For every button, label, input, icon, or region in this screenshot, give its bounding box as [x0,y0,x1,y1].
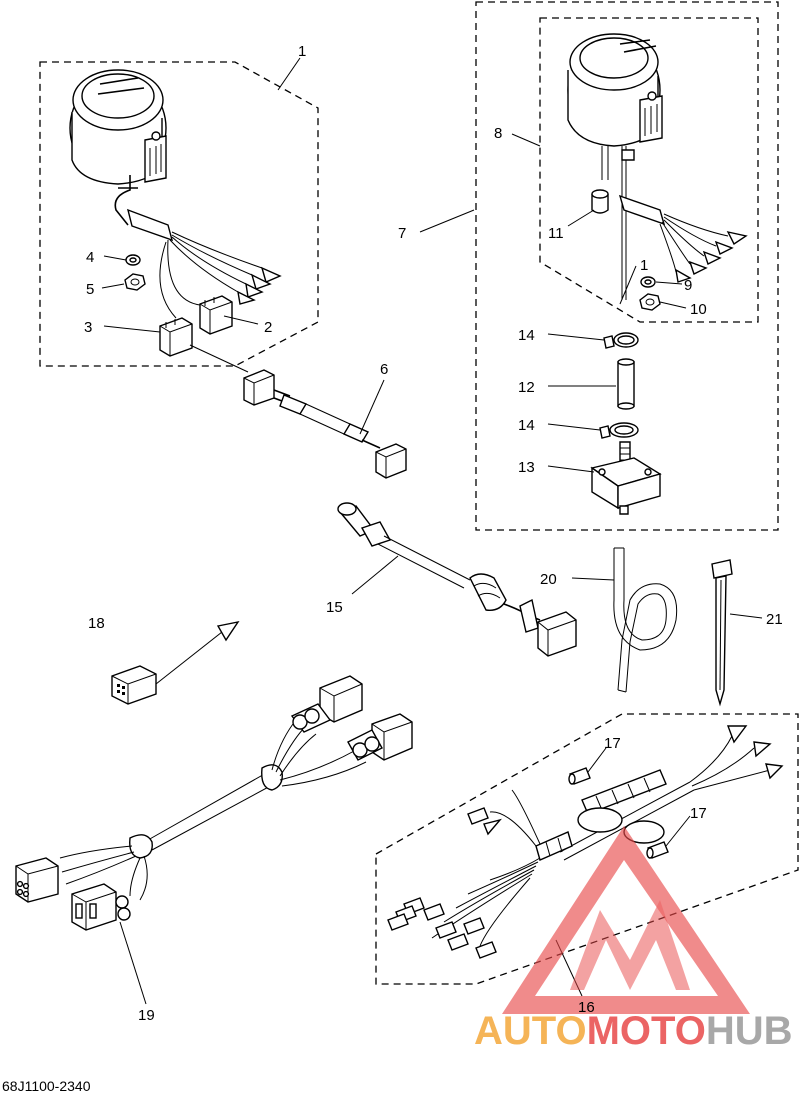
group-8-dashed-outline [539,17,759,323]
part-17-fuse-lower [646,841,669,859]
callout-15: 15 [326,599,343,616]
callout-9: 9 [684,277,692,294]
watermark-logo: AUTOMOTOHUB [474,826,793,1053]
callout-21: 21 [766,611,783,628]
callout-1: 1 [298,43,306,60]
watermark-moto: MOTO [587,1009,706,1053]
group-16-dashed-outline [375,713,799,985]
part-16-sub-harness [387,725,784,959]
part-14-clamp-upper [603,332,639,349]
part-12-hose [617,358,635,410]
part-13-pressure-sensor [590,441,662,515]
callout-11: 11 [548,225,564,242]
callout-20: 20 [540,571,557,588]
part-10-nut [639,293,661,311]
callout-2: 2 [264,319,272,336]
watermark-triangle-icon [502,826,750,1014]
part-3-connector [159,317,193,357]
callout-8: 8 [494,125,502,142]
part-21-cable-tie [711,559,733,707]
callout-5: 5 [86,281,94,298]
gauge-meter-1 [69,69,167,185]
part-15-sensor-lead [337,502,577,657]
watermark-mark-icon [570,900,690,990]
callout-10: 10 [690,301,707,318]
part-9-washer [640,276,656,288]
part-20-tube [613,547,678,693]
part-14-clamp-lower [599,422,639,439]
callout-17-upper: 17 [604,735,621,752]
svg-text:AUTOMOTOHUB: AUTOMOTOHUB [474,1009,793,1053]
callout-1b: 1 [640,257,648,274]
callout-14-lower: 14 [518,417,535,434]
callout-14-upper: 14 [518,327,535,344]
group-1-dashed-outline [39,61,319,367]
group-7-dashed-outline [475,1,779,531]
gauge-meter-8 [567,33,663,147]
part-5-nut [124,273,146,291]
callout-3: 3 [84,319,92,336]
callout-7: 7 [398,225,406,242]
part-6-extension-cable [189,344,407,479]
callout-17-lower: 17 [690,805,707,822]
part-2-connector [199,295,233,335]
callout-6: 6 [380,361,388,378]
gauge-1-wiring [114,175,282,319]
callout-19: 19 [138,1007,155,1024]
callout-18: 18 [88,615,105,632]
part-17-fuse-upper [568,767,591,785]
callout-12: 12 [518,379,535,396]
part-11-cap [591,189,609,214]
callout-13: 13 [518,459,535,476]
callout-16: 16 [578,999,595,1016]
part-4-washer [125,254,141,266]
callout-labels: 1 2 3 4 5 6 7 8 9 10 11 1 12 13 14 14 15… [84,43,783,1024]
part-18-coupler [111,620,240,705]
diagram-code: 68J1100-2340 [2,1078,91,1094]
gauge-8-wiring [601,146,748,300]
part-19-main-harness [15,675,413,931]
watermark-auto: AUTO [474,1009,587,1053]
watermark-hub: HUB [706,1009,793,1053]
callout-4: 4 [86,249,94,266]
leader-lines [101,57,763,1005]
